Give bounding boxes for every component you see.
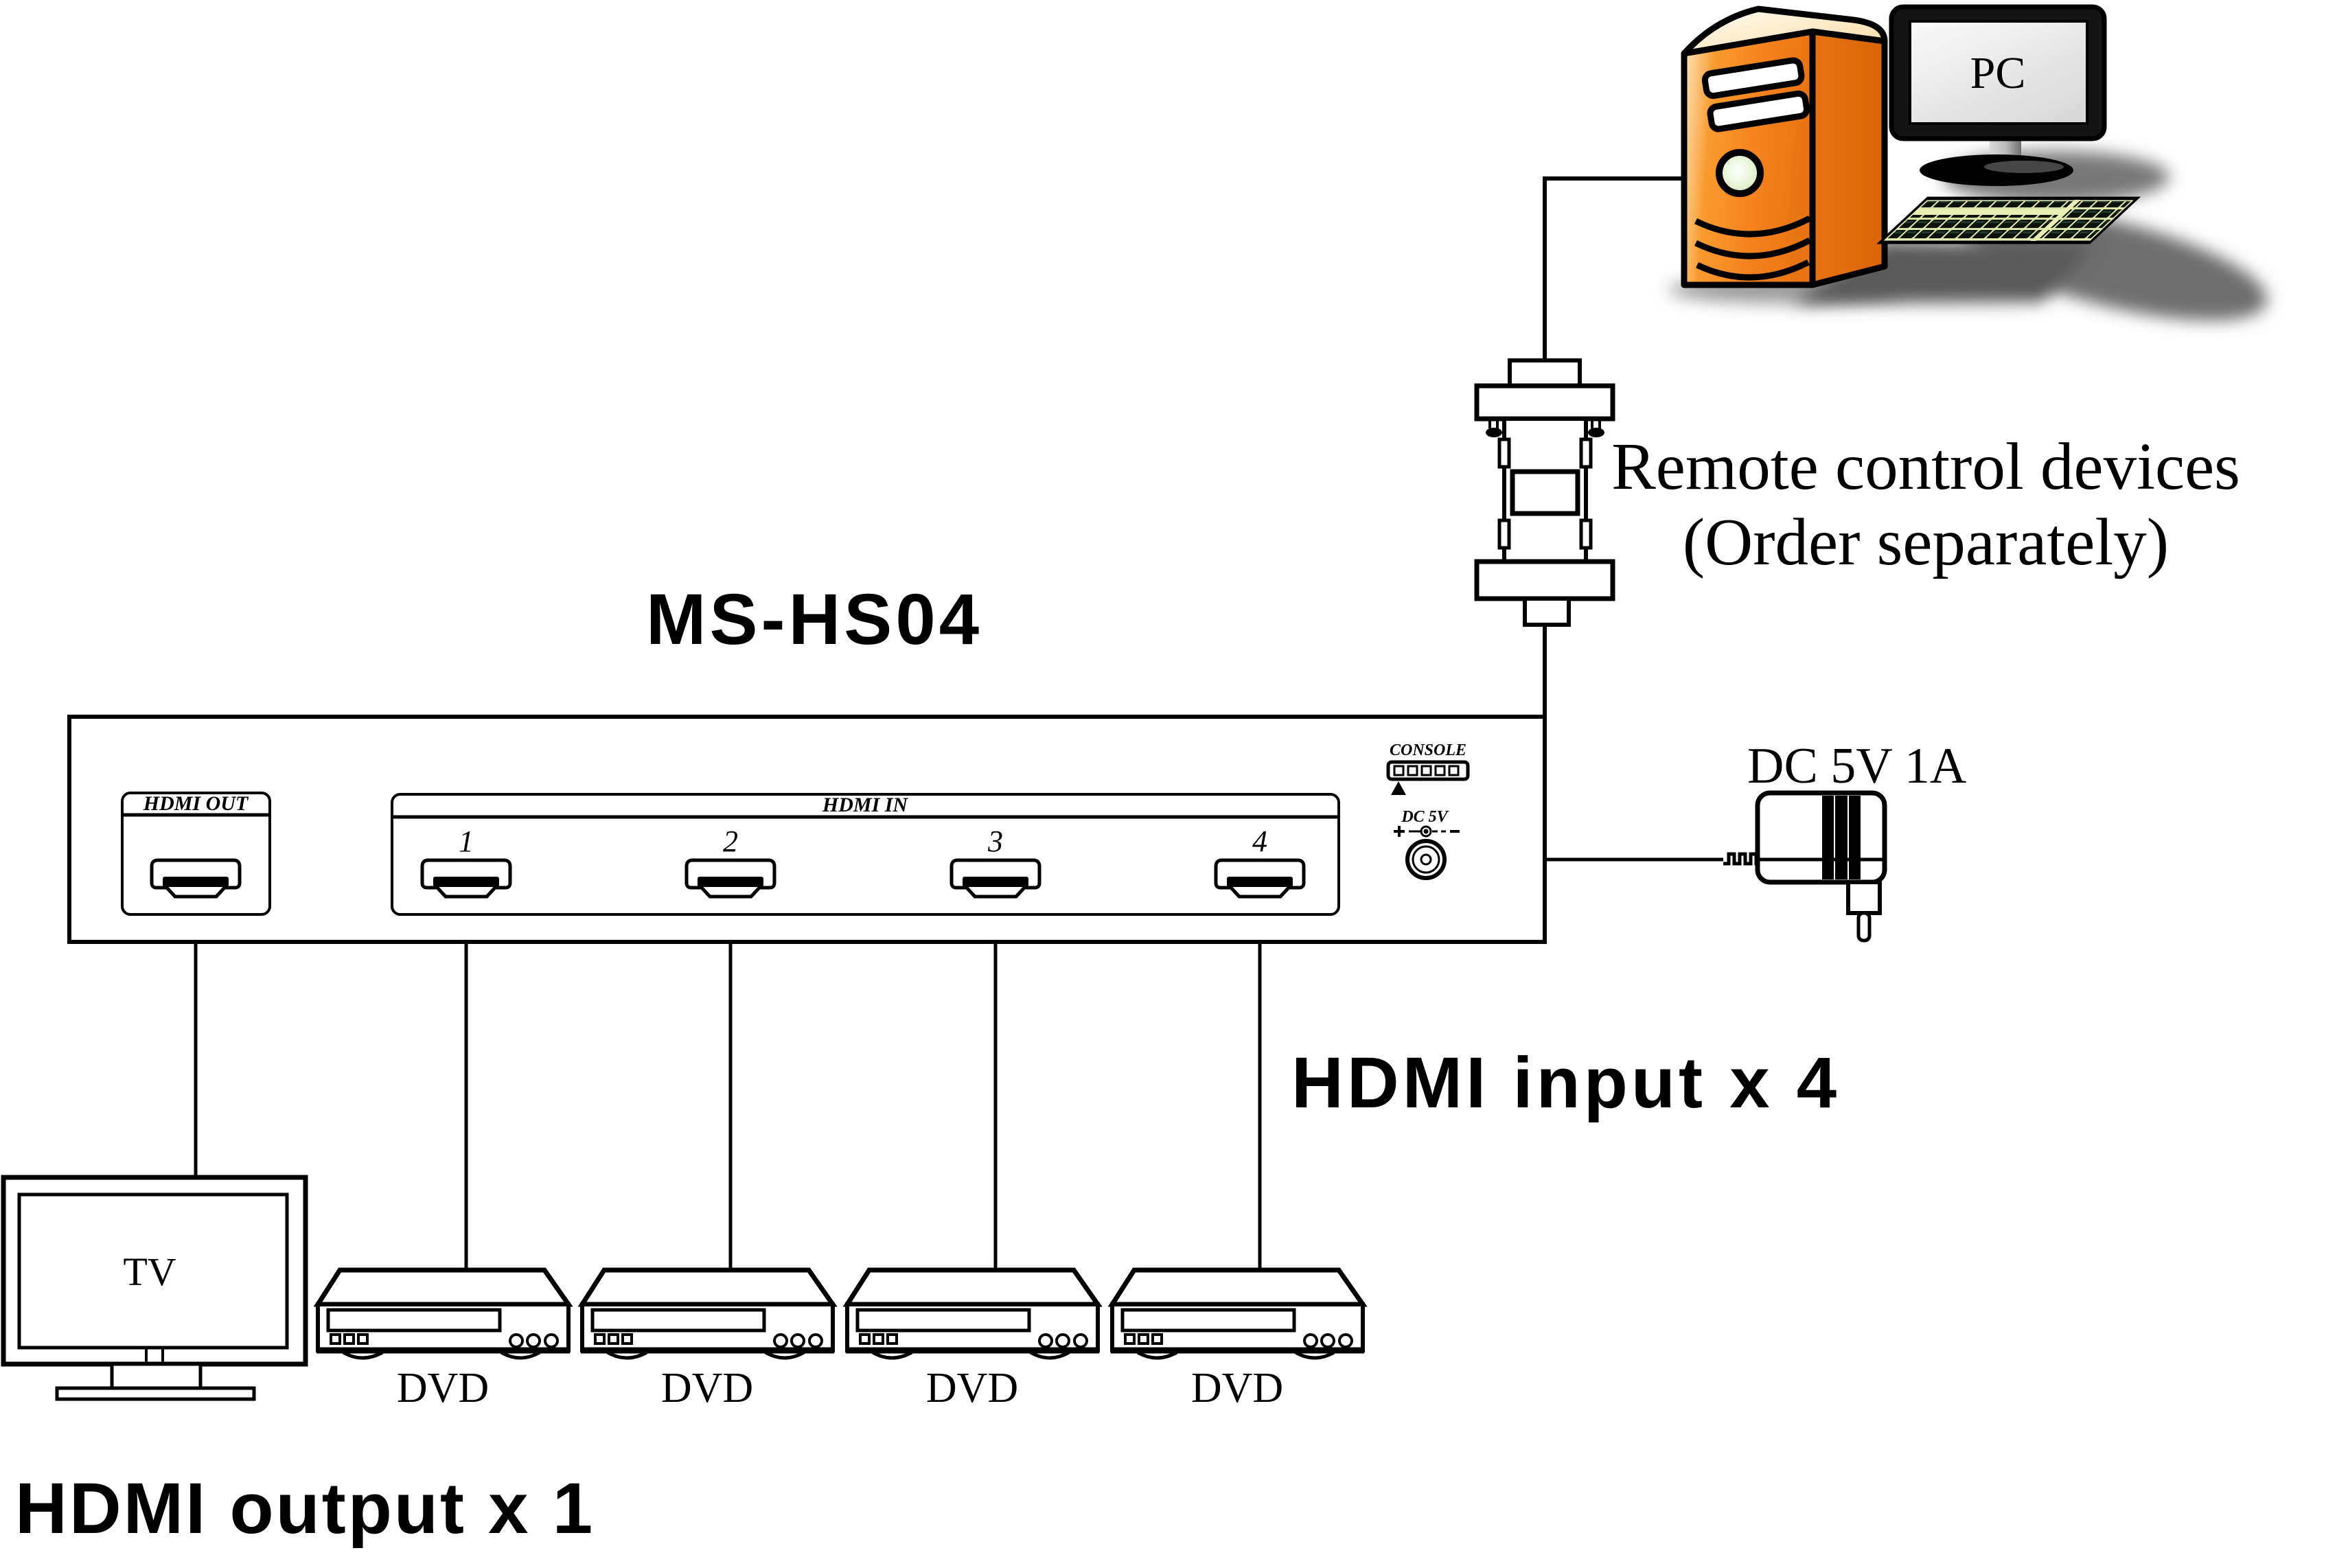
tv-label: TV	[123, 1249, 176, 1294]
remote-caption-line2: (Order separately)	[1683, 505, 2169, 579]
tower-grill-arc	[1694, 216, 1812, 238]
pc-computer-icon: PC	[1668, 4, 2268, 321]
hdmi-out-label: HDMI OUT	[143, 792, 249, 815]
console-port: CONSOLE	[1386, 741, 1470, 795]
tower-power-button	[1716, 149, 1764, 197]
pc-label: PC	[1970, 48, 2026, 98]
hdmi-input-caption: HDMI input x 4	[1291, 1043, 1840, 1123]
hdmi-in-label: HDMI IN	[822, 794, 909, 816]
monitor-screen	[1909, 20, 2088, 125]
adapter-band	[1822, 796, 1861, 879]
power-adapter-icon	[1723, 790, 1887, 943]
port-number-4: 4	[1252, 825, 1267, 858]
tv-icon: TV	[1, 1175, 308, 1401]
adapter-body	[1755, 790, 1887, 885]
pc-to-remote-cable	[1543, 176, 1687, 360]
tower-side-face	[1809, 28, 1888, 288]
remote-adapter-icon	[1474, 358, 1615, 627]
port-number-2: 2	[723, 825, 738, 858]
port-number-3: 3	[987, 825, 1003, 858]
dvd-player-4-icon	[1111, 1270, 1364, 1358]
dvd-label-4: DVD	[1191, 1365, 1283, 1411]
port-number-1: 1	[459, 825, 474, 858]
dvd-label-1: DVD	[397, 1365, 489, 1411]
tv-stand-neck	[110, 1362, 203, 1390]
switcher-unit: HDMI OUT HDMI IN 1 2 3 4 CONSOLE	[67, 715, 1547, 944]
monitor-base-highlight	[1984, 161, 2064, 173]
dvd-label-2: DVD	[661, 1365, 753, 1411]
triangle-marker-icon	[1391, 781, 1406, 795]
hdmi-in-panel: HDMI IN 1 2 3 4	[391, 793, 1340, 916]
tv-screen	[17, 1192, 289, 1350]
model-title: MS-HS04	[646, 579, 982, 660]
remote-caption-line1: Remote control devices	[1611, 430, 2240, 503]
hdmi-out-panel: HDMI OUT	[121, 792, 271, 916]
plug-body	[1846, 880, 1882, 915]
dvd-label-3: DVD	[926, 1365, 1018, 1411]
screw-icon	[1486, 428, 1502, 437]
dc-power-jack: DC 5V	[1394, 808, 1460, 880]
hdmi-output-caption: HDMI output x 1	[15, 1468, 595, 1549]
tower-grill-arc	[1694, 238, 1812, 260]
tower-vents	[1701, 57, 1810, 132]
dvd-player-1-icon	[316, 1270, 570, 1358]
tower-grill-arc	[1696, 259, 1810, 281]
dvd-players: DVD DVD DVD DVD	[316, 1270, 1364, 1411]
console-label: CONSOLE	[1390, 741, 1466, 759]
pc-monitor-icon: PC	[1889, 4, 2107, 186]
plug-pin	[1856, 911, 1872, 943]
screw-icon	[1588, 428, 1604, 437]
pc-tower-icon	[1681, 5, 1888, 288]
dc-label: DC 5V	[1401, 808, 1449, 826]
dvd-player-3-icon	[846, 1270, 1099, 1358]
power-spec-label: DC 5V 1A	[1747, 738, 1966, 794]
dvd-player-2-icon	[581, 1270, 834, 1358]
pc-keyboard-icon	[1876, 196, 2141, 244]
tv-stand-base	[55, 1386, 256, 1401]
polarity-icon	[1394, 825, 1460, 838]
